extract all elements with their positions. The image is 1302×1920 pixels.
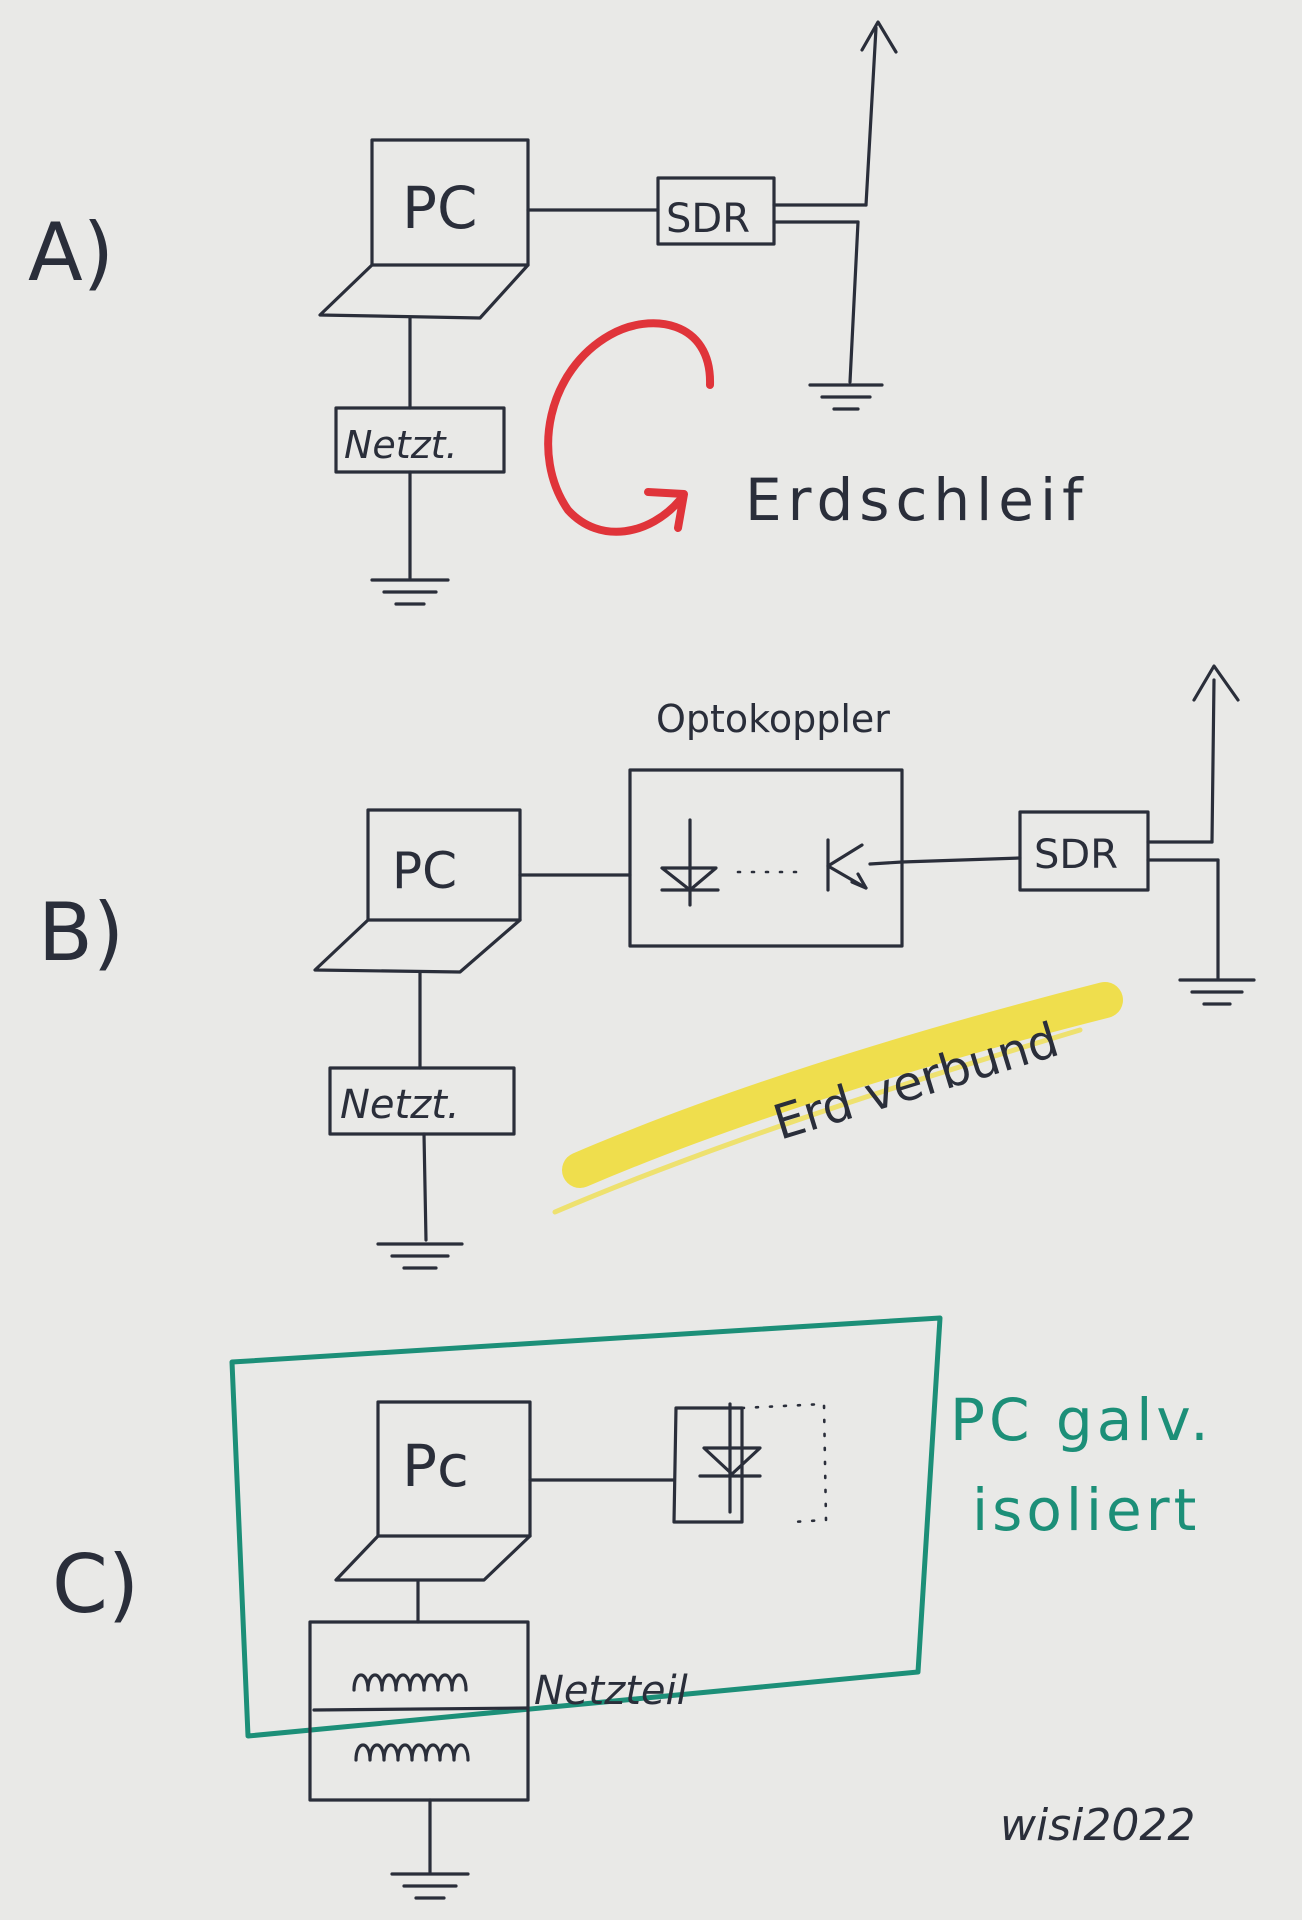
section-b-label: B) — [38, 886, 124, 979]
section-c-psu-box — [308, 1620, 530, 1802]
signature: wisi2022 — [1000, 1800, 1195, 1851]
section-b: B) Optokoppler PC SDR — [38, 664, 1256, 1270]
section-a-sdr-ground-icon — [808, 383, 884, 411]
section-c-label: C) — [52, 1538, 139, 1631]
ground-loop-note: Erdschleif — [745, 466, 1089, 534]
section-b-psu-ground-lead — [422, 1132, 428, 1242]
section-b-laptop-icon — [313, 808, 522, 974]
section-b-antenna-icon — [1192, 664, 1240, 702]
section-a-psu-box — [334, 406, 506, 474]
section-c-optocoupler-icon — [672, 1402, 828, 1524]
section-a-antenna-icon — [860, 20, 898, 54]
section-b-sdr-label: SDR — [1034, 832, 1118, 878]
section-a-antenna-mast — [864, 26, 878, 207]
transformer-core-line — [312, 1706, 530, 1712]
section-c-psu-label: Netzteil — [534, 1668, 688, 1714]
section-a-sdr-label: SDR — [666, 196, 750, 242]
section-a-ground-lead — [848, 220, 860, 384]
loop-arrow-icon — [544, 319, 715, 536]
section-b-psu-label: Netzt. — [340, 1082, 460, 1128]
isolation-boundary — [229, 1315, 943, 1739]
section-b-coax — [1146, 840, 1220, 862]
section-a-psu-ground-icon — [370, 578, 450, 606]
section-c: C) Pc Netzteil — [52, 1315, 1213, 1900]
section-b-sdr-ground-icon — [1178, 978, 1256, 1006]
isolation-note-line-2: isoliert — [972, 1476, 1200, 1544]
transformer-secondary-icon — [354, 1743, 470, 1762]
section-b-antenna-mast — [1210, 678, 1216, 844]
section-a-psu-label: Netzt. — [344, 423, 458, 467]
section-c-led-diode-icon — [698, 1402, 762, 1514]
section-b-psu-box — [328, 1066, 516, 1136]
ground-bond-highlight — [552, 982, 1123, 1215]
transformer-primary-icon — [352, 1673, 468, 1692]
optocoupler-label: Optokoppler — [656, 697, 890, 741]
section-a-sdr-box — [656, 176, 776, 246]
section-c-laptop-icon — [334, 1400, 532, 1582]
section-b-pc-label: PC — [392, 842, 457, 900]
section-b-sdr-box — [1018, 810, 1150, 892]
phototransistor-icon — [826, 838, 868, 892]
section-c-psu-ground-icon — [390, 1872, 470, 1900]
section-c-pc-label: Pc — [402, 1432, 469, 1500]
section-a-coax — [772, 203, 868, 224]
section-b-psu-ground-icon — [376, 1242, 464, 1270]
led-diode-icon — [660, 818, 720, 907]
section-b-signal-line — [900, 856, 1022, 864]
section-a: A) PC SDR Netzt. Erdschlei — [28, 20, 1089, 606]
optocoupler-box — [628, 768, 904, 948]
section-a-laptop-icon — [318, 138, 530, 320]
section-a-pc-label: PC — [402, 174, 477, 242]
phototransistor-lead — [868, 860, 904, 866]
isolation-note-line-1: PC galv. — [950, 1386, 1213, 1454]
section-a-label: A) — [28, 206, 114, 299]
